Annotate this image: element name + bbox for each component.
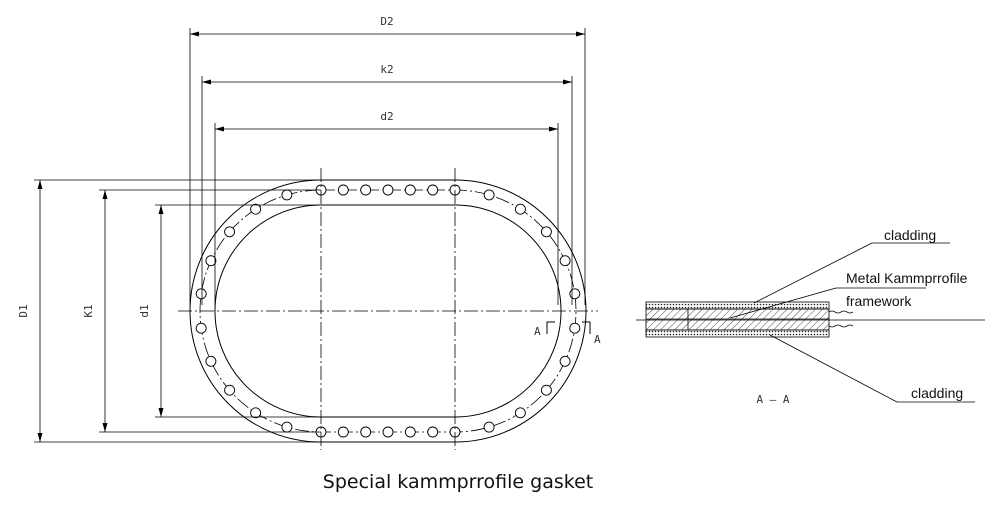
callout-cladding-bottom: cladding <box>911 385 963 401</box>
bolt-hole <box>483 421 495 433</box>
bottom-cladding-layer <box>645 329 830 338</box>
bolt-hole <box>382 184 394 196</box>
bolt-hole <box>337 426 349 438</box>
section-cut-markers: A A <box>534 321 601 346</box>
bolt-hole <box>514 203 526 215</box>
bolt-hole <box>404 426 416 438</box>
bolt-hole <box>559 255 571 267</box>
figure-caption: Special kammprrofile gasket <box>323 471 593 493</box>
horizontal-dimensions: D2 k2 d2 <box>189 15 586 305</box>
callout-metal-line1: Metal Kammprrofile <box>846 270 968 286</box>
bolt-hole <box>281 189 293 201</box>
bolt-hole <box>540 226 552 238</box>
bolt-hole <box>224 384 236 396</box>
bolt-hole <box>559 355 571 367</box>
dim-label-k2: k2 <box>380 63 393 76</box>
bolt-hole <box>569 322 581 334</box>
bolt-hole <box>195 288 207 300</box>
bolt-hole <box>404 184 416 196</box>
bolt-hole <box>360 426 372 438</box>
bolt-hole <box>427 426 439 438</box>
section-marker-right: A <box>594 333 601 346</box>
dim-label-K1: K1 <box>82 304 95 317</box>
bolt-hole <box>540 384 552 396</box>
bolt-hole <box>250 407 262 419</box>
top-cladding-layer <box>645 301 830 310</box>
bolt-hole <box>205 255 217 267</box>
dim-label-D2: D2 <box>380 15 393 28</box>
bolt-hole <box>360 184 372 196</box>
bolt-hole <box>337 184 349 196</box>
metal-framework-layer <box>645 308 830 331</box>
section-marker-left: A <box>534 325 541 338</box>
dim-label-D1: D1 <box>17 304 30 317</box>
bolt-hole <box>514 407 526 419</box>
gasket-plan-view <box>178 168 598 450</box>
callout-cladding-top: cladding <box>884 227 936 243</box>
bolt-hole <box>250 203 262 215</box>
bolt-hole <box>483 189 495 201</box>
bolt-hole <box>205 355 217 367</box>
bolt-hole <box>281 421 293 433</box>
section-view-label: A — A <box>756 393 789 406</box>
callouts: cladding Metal Kammprrofile framework cl… <box>729 227 975 403</box>
section-detail <box>636 301 985 338</box>
bolt-hole <box>569 288 581 300</box>
vertical-dimensions: D1 K1 d1 <box>17 179 321 443</box>
dim-label-d2: d2 <box>380 110 393 123</box>
bolt-hole <box>195 322 207 334</box>
bolt-hole <box>382 426 394 438</box>
dim-label-d1: d1 <box>138 304 151 317</box>
callout-metal-line2: framework <box>846 293 912 309</box>
bolt-hole <box>427 184 439 196</box>
bolt-hole <box>224 226 236 238</box>
